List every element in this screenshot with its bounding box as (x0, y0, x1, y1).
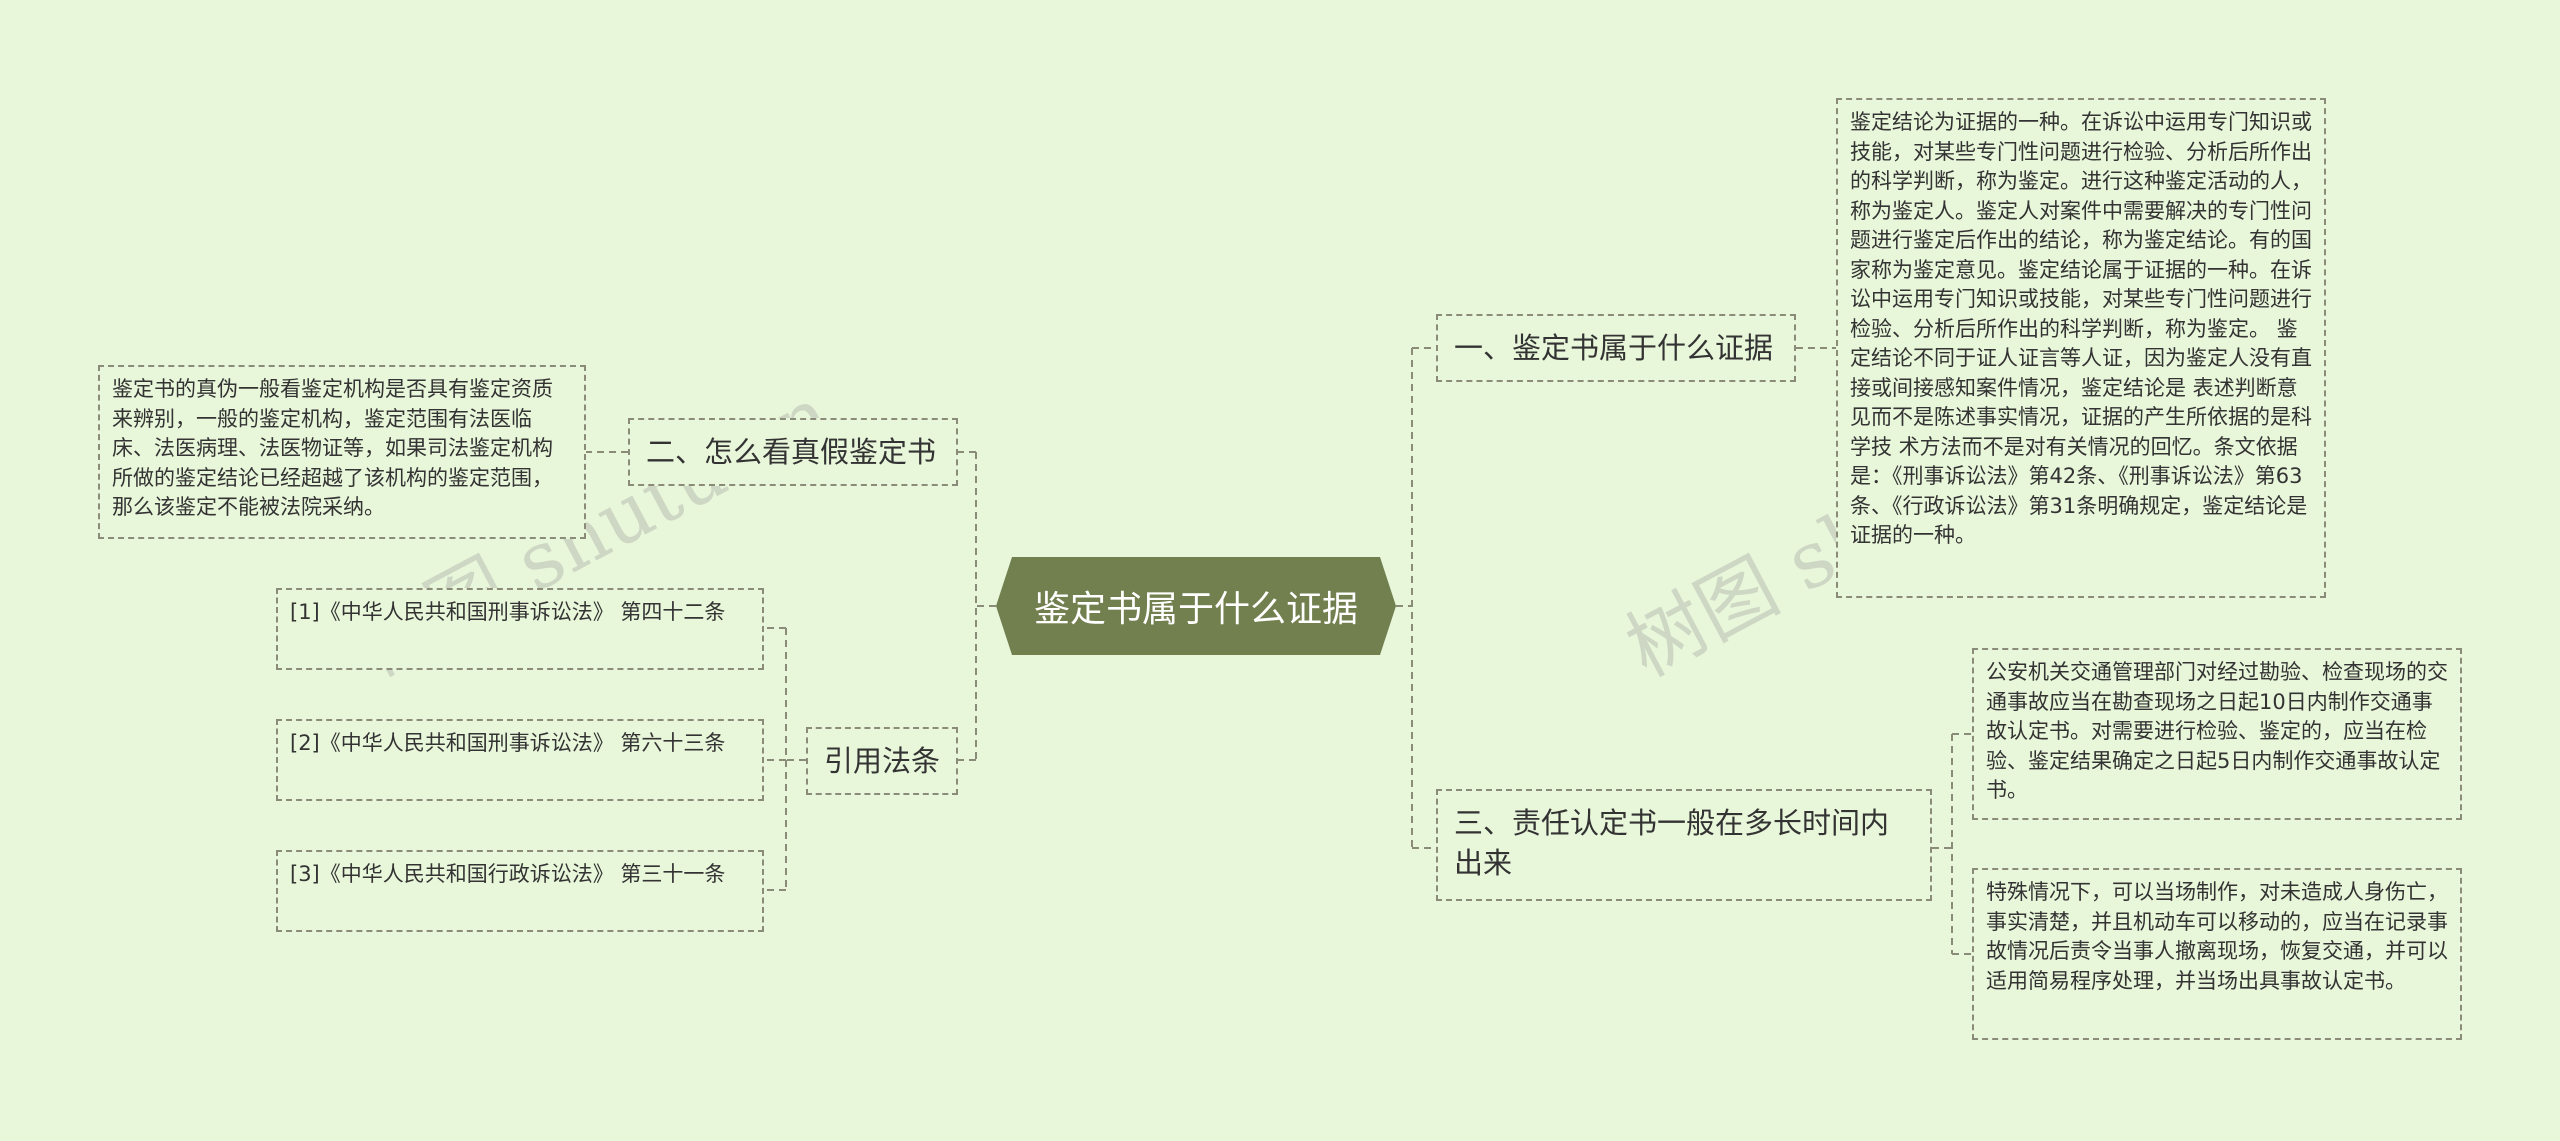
leaf-normal-timeline[interactable]: 公安机关交通管理部门对经过勘验、检查现场的交通事故应当在勘查现场之日起10日内制… (1972, 648, 2462, 820)
leaf-law-reference-3[interactable]: [3]《中华人民共和国行政诉讼法》 第三十一条 (276, 850, 764, 932)
branch-evidence-type[interactable]: 一、鉴定书属于什么证据 (1436, 314, 1796, 382)
leaf-text: [2]《中华人民共和国刑事诉讼法》 第六十三条 (290, 731, 726, 755)
branch-authenticity[interactable]: 二、怎么看真假鉴定书 (628, 418, 958, 486)
branch-label: 二、怎么看真假鉴定书 (646, 435, 937, 469)
branch-label: 引用法条 (824, 744, 941, 778)
leaf-law-reference-1[interactable]: [1]《中华人民共和国刑事诉讼法》 第四十二条 (276, 588, 764, 670)
leaf-text: 公安机关交通管理部门对经过勘验、检查现场的交通事故应当在勘查现场之日起10日内制… (1986, 660, 2448, 802)
leaf-special-case[interactable]: 特殊情况下，可以当场制作，对未造成人身伤亡，事实清楚，并且机动车可以移动的，应当… (1972, 868, 2462, 1040)
center-topic[interactable]: 鉴定书属于什么证据 (996, 557, 1396, 655)
leaf-text: 鉴定结论为证据的一种。在诉讼中运用专门知识或技能，对某些专门性问题进行检验、分析… (1850, 110, 2312, 547)
branch-label: 一、鉴定书属于什么证据 (1454, 331, 1774, 365)
leaf-text: [1]《中华人民共和国刑事诉讼法》 第四十二条 (290, 600, 726, 624)
center-hexagon-shape (996, 557, 1396, 655)
branch-cited-laws[interactable]: 引用法条 (806, 727, 958, 795)
leaf-text: [3]《中华人民共和国行政诉讼法》 第三十一条 (290, 862, 726, 886)
leaf-law-reference-2[interactable]: [2]《中华人民共和国刑事诉讼法》 第六十三条 (276, 719, 764, 801)
branch-liability-time[interactable]: 三、责任认定书一般在多长时间内出来 (1436, 789, 1932, 901)
center-topic-label: 鉴定书属于什么证据 (1033, 589, 1358, 630)
leaf-evidence-explanation[interactable]: 鉴定结论为证据的一种。在诉讼中运用专门知识或技能，对某些专门性问题进行检验、分析… (1836, 98, 2326, 598)
leaf-authenticity-explanation[interactable]: 鉴定书的真伪一般看鉴定机构是否具有鉴定资质来辨别，一般的鉴定机构，鉴定范围有法医… (98, 365, 586, 539)
leaf-text: 特殊情况下，可以当场制作，对未造成人身伤亡，事实清楚，并且机动车可以移动的，应当… (1986, 880, 2448, 993)
branch-label: 三、责任认定书一般在多长时间内出来 (1454, 806, 1890, 880)
leaf-text: 鉴定书的真伪一般看鉴定机构是否具有鉴定资质来辨别，一般的鉴定机构，鉴定范围有法医… (112, 377, 553, 519)
